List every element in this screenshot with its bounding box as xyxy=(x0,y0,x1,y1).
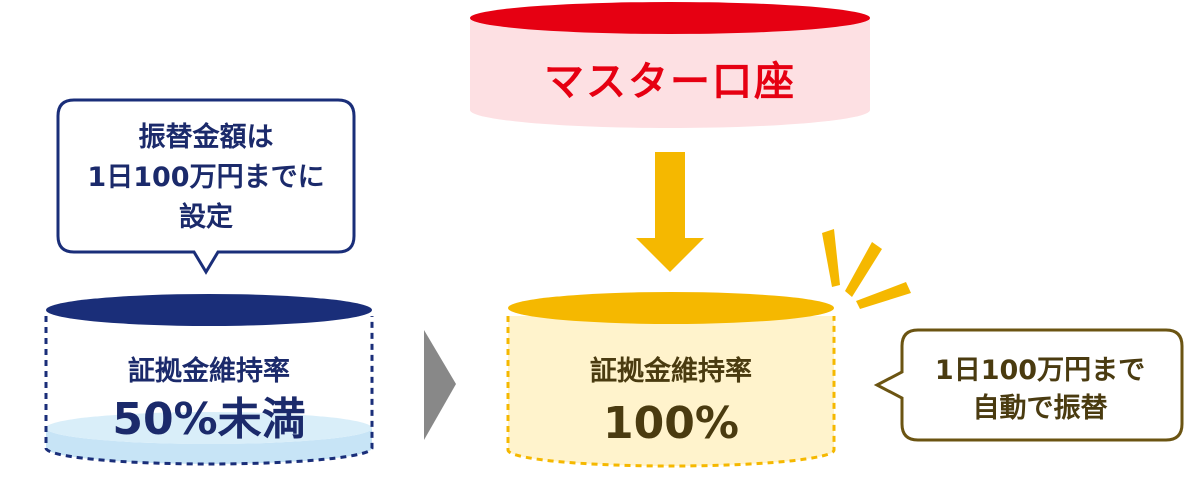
master-cylinder-body xyxy=(470,18,870,128)
sparkle-ray-1 xyxy=(822,229,840,287)
right-cylinder-label: 証拠金維持率 xyxy=(590,356,752,387)
master-cylinder-top xyxy=(470,2,870,34)
right-margin-cylinder xyxy=(506,292,836,468)
down-arrow-icon xyxy=(636,152,704,272)
bubble-right-line-2: 自動で振替 xyxy=(972,393,1108,424)
bubble-left-line-2: 1日100万円までに xyxy=(87,162,325,193)
sparkle-icon xyxy=(822,229,911,309)
bubble-left-text: 振替金額は 1日100万円までに 設定 xyxy=(58,118,354,238)
left-cylinder-value: 50%未満 xyxy=(112,394,306,445)
left-margin-cylinder xyxy=(44,294,374,466)
bubble-right-line-1: 1日100万円まで xyxy=(934,355,1146,386)
bubble-left-shape xyxy=(56,98,356,275)
left-cylinder-label: 証拠金維持率 xyxy=(128,356,290,387)
master-account-label: マスター口座 xyxy=(544,59,796,105)
left-cylinder-liquid xyxy=(46,428,372,464)
sparkle-ray-2 xyxy=(845,242,882,297)
right-cylinder-value: 100% xyxy=(603,398,739,449)
right-cylinder-fill xyxy=(508,316,834,466)
left-cylinder-top xyxy=(46,294,372,326)
left-cylinder-liquid-top xyxy=(46,412,372,444)
bubble-right-shape xyxy=(873,328,1184,442)
sparkle-ray-3 xyxy=(856,282,911,309)
bubble-left-line-1: 振替金額は xyxy=(138,122,274,153)
master-account-cylinder xyxy=(470,2,870,128)
left-cylinder-outline xyxy=(44,316,374,466)
right-cylinder-top xyxy=(508,292,834,324)
right-arrow-icon xyxy=(424,330,456,440)
bubble-right-text: 1日100万円まで 自動で振替 xyxy=(904,352,1176,428)
bubble-left-line-3: 設定 xyxy=(179,202,233,233)
right-cylinder-outline xyxy=(506,316,836,468)
